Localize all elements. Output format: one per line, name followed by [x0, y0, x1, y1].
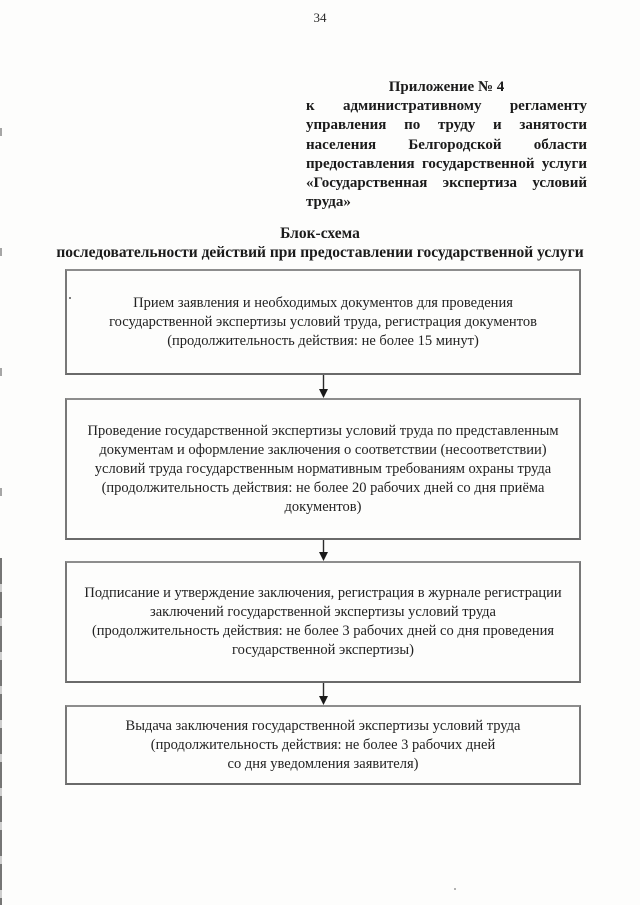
- step-text-line: (продолжительность действия: не более 3 …: [150, 736, 496, 753]
- flow-step-receive-documents: Прием заявления и необходимых документов…: [65, 269, 581, 375]
- scan-artifact-left-edge: [0, 558, 2, 905]
- flow-step-issue-conclusion: Выдача заключения государственной экспер…: [65, 705, 581, 785]
- appendix-header: Приложение № 4 к административному регла…: [306, 78, 587, 212]
- flowchart-title-line1: Блок-схема: [280, 225, 360, 242]
- step-text-line: Прием заявления и необходимых документов…: [133, 294, 513, 311]
- appendix-line: управления по труду и занятости: [306, 117, 587, 134]
- flow-connector: [65, 375, 581, 398]
- flowchart-title-line2: последовательности действий при предоста…: [56, 243, 584, 261]
- down-arrow-icon: [317, 683, 330, 705]
- appendix-line: предоставления государственной услуги: [306, 155, 587, 172]
- flow-connector: [65, 683, 581, 705]
- step-text-line: документов): [284, 498, 362, 515]
- appendix-line: «Государственная экспертиза условий: [306, 175, 587, 192]
- flow-connector: [65, 540, 581, 561]
- scan-speck: [454, 888, 456, 890]
- appendix-line: к административному регламенту: [306, 98, 587, 115]
- flowchart-title: Блок-схема последовательности действий п…: [0, 225, 640, 262]
- scan-speck: [69, 297, 71, 299]
- step-text-line: Подписание и утверждение заключения, рег…: [84, 585, 562, 601]
- appendix-title: Приложение № 4: [388, 79, 505, 95]
- flowchart: Прием заявления и необходимых документов…: [65, 269, 581, 785]
- flow-step-conduct-expertise: Проведение государственной экспертизы ус…: [65, 398, 581, 540]
- scan-artifact-left-edge: [0, 128, 2, 558]
- step-text-line: Проведение государственной экспертизы ус…: [87, 422, 559, 439]
- step-text-line: (продолжительность действия: не более 3 …: [91, 623, 555, 639]
- step-text-line: (продолжительность действия: не более 20…: [101, 479, 545, 496]
- step-text-line: документам и оформление заключения о соо…: [99, 441, 547, 458]
- flow-step-sign-register-conclusion: Подписание и утверждение заключения, рег…: [65, 561, 581, 683]
- step-text-line: Выдача заключения государственной экспер…: [125, 717, 521, 734]
- page-number: 34: [313, 10, 327, 25]
- down-arrow-icon: [317, 375, 330, 398]
- step-text-line: государственной экспертизы): [232, 642, 414, 658]
- appendix-line: населения Белгородской области: [306, 136, 587, 153]
- step-text-line: заключений государственной экспертизы ус…: [150, 604, 496, 620]
- down-arrow-icon: [317, 540, 330, 561]
- step-text-line: (продолжительность действия: не более 15…: [167, 332, 479, 349]
- step-text-line: условий труда государственным нормативны…: [94, 460, 552, 477]
- appendix-line: труда»: [306, 194, 351, 211]
- step-text-line: со дня уведомления заявителя): [227, 755, 419, 772]
- step-text-line: государственной экспертизы условий труда…: [109, 313, 537, 330]
